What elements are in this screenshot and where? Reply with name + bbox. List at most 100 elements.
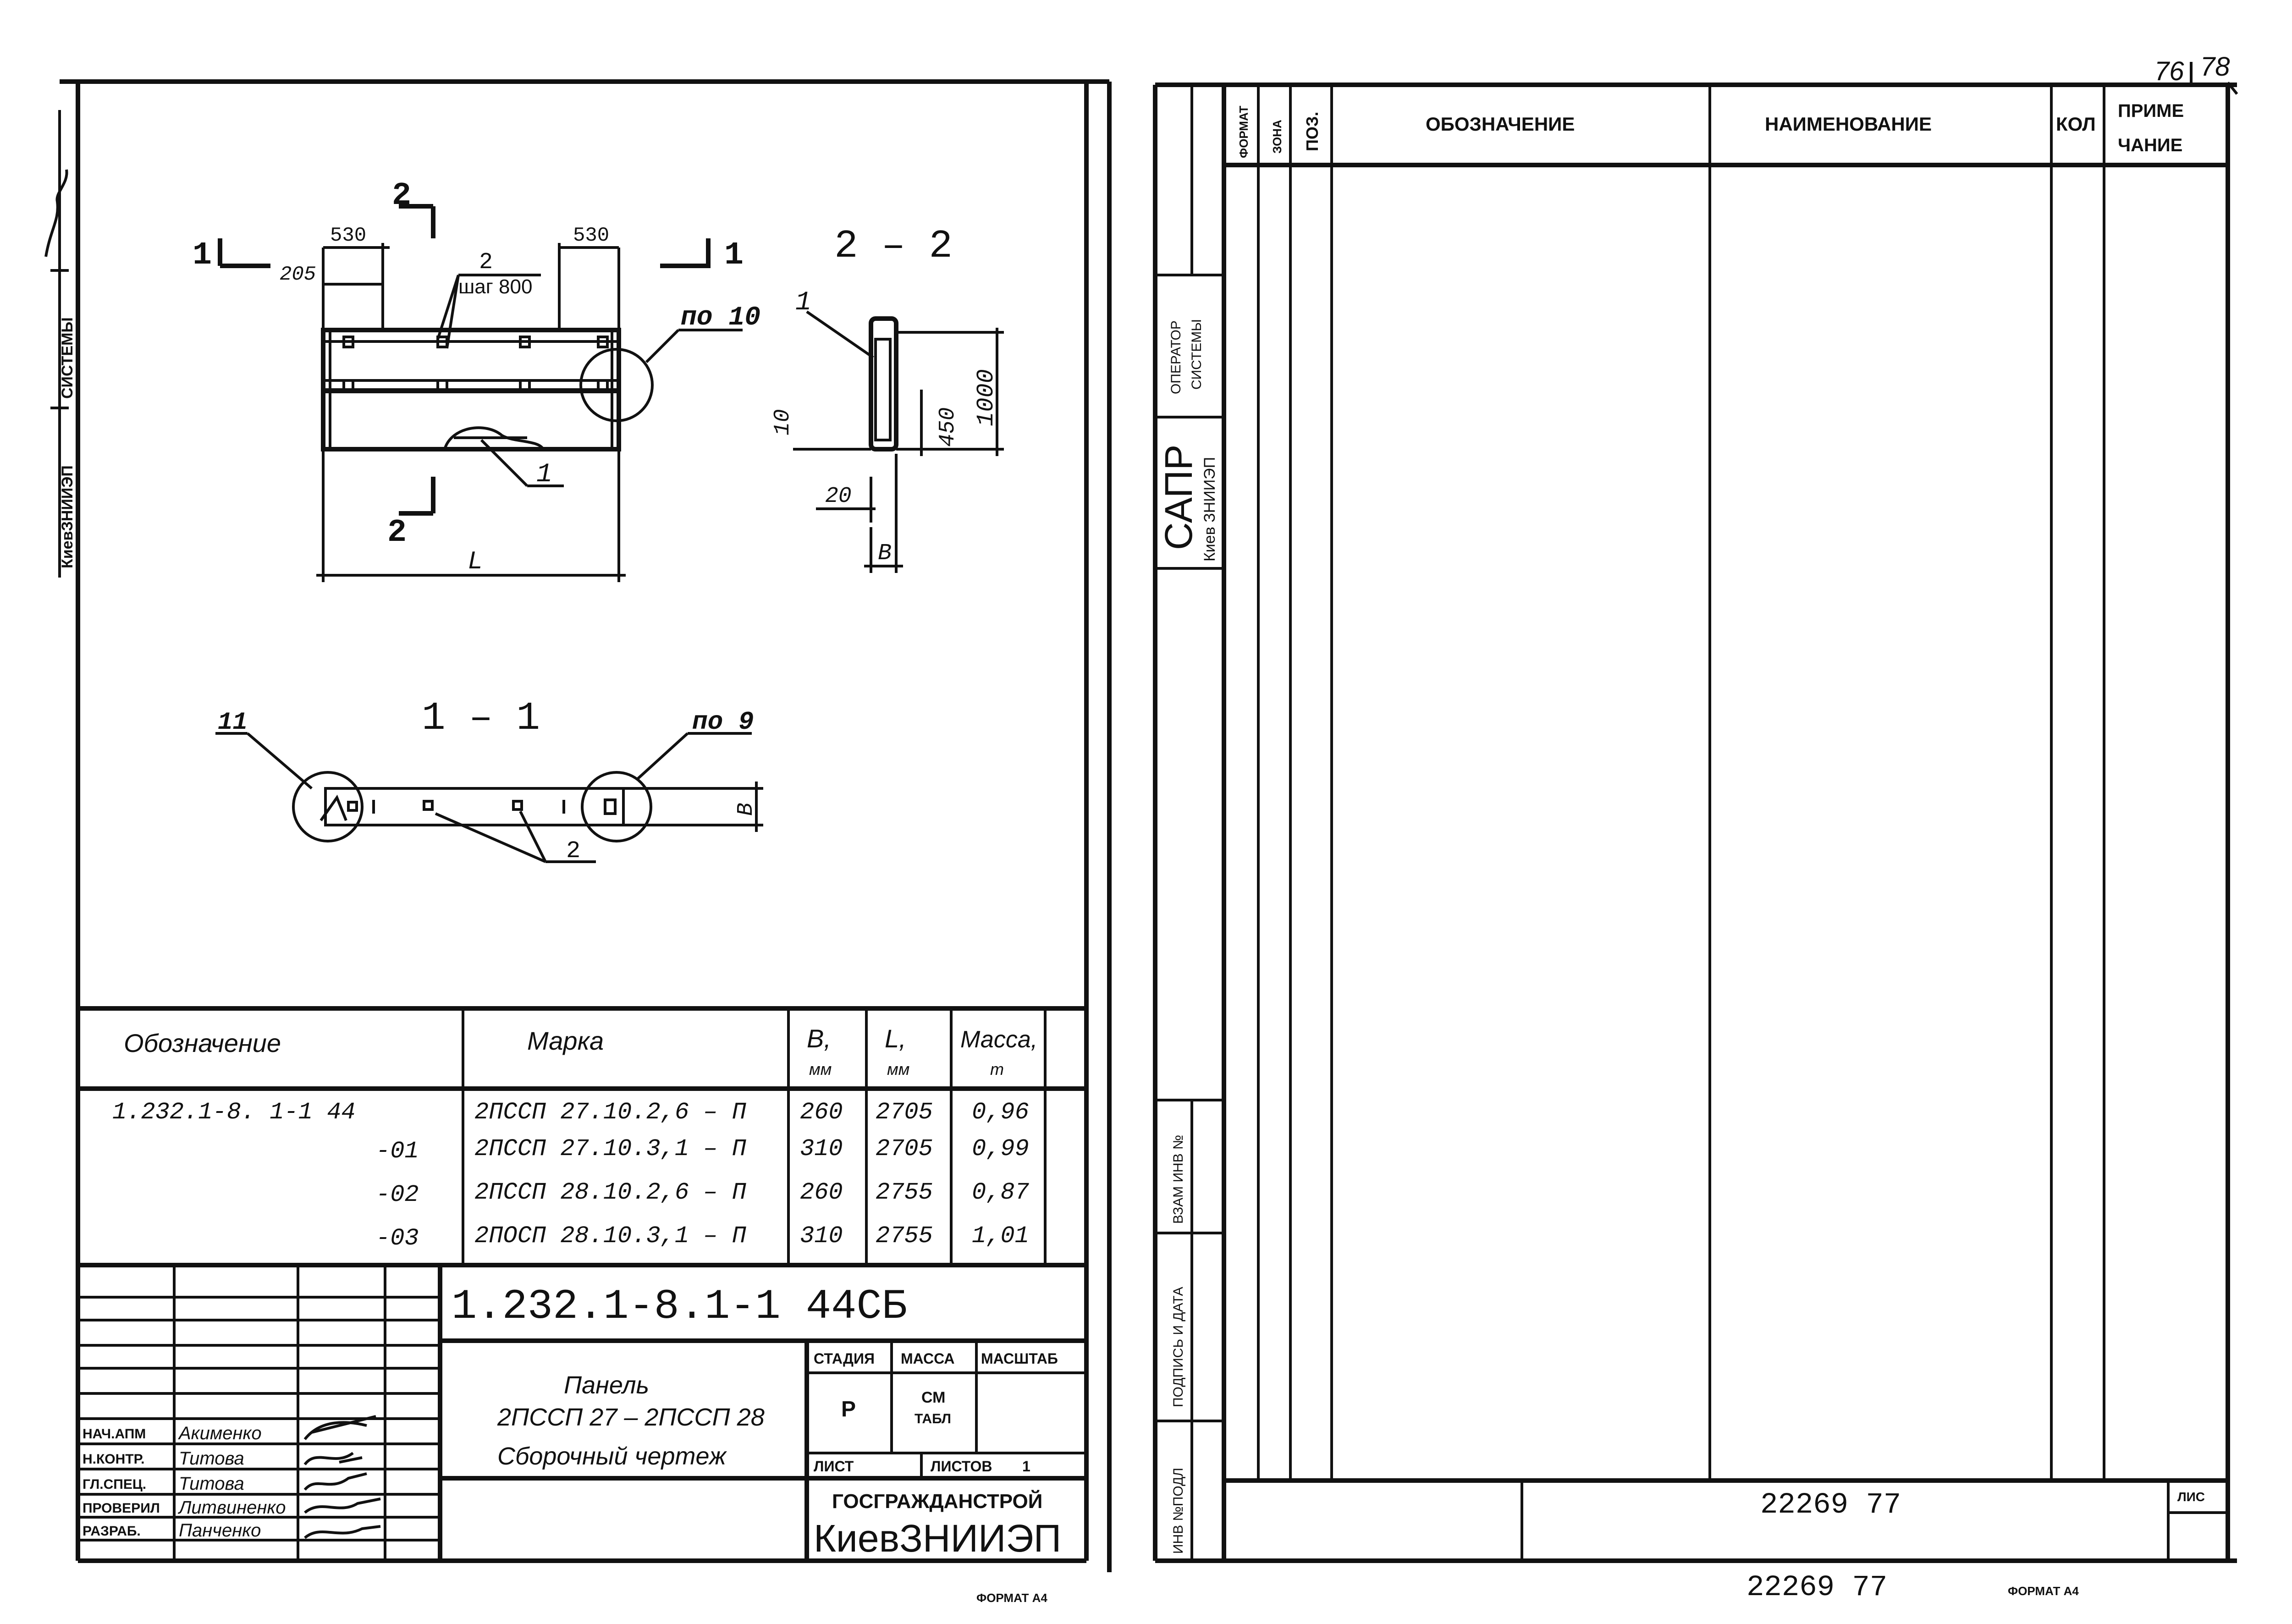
pos11-leader: [247, 732, 313, 790]
signer-4-name: Панченко: [179, 1520, 261, 1541]
tb-sheet-label: ЛИСТ: [814, 1458, 854, 1475]
tb-org1: ГОСГРАЖДАНСТРОЙ: [832, 1489, 1042, 1513]
dim-530-right: 530: [573, 224, 609, 247]
side-operator: ОПЕРАТОР: [1168, 320, 1184, 394]
right-h-zone: ЗОНА: [1270, 120, 1284, 154]
step-label: шаг 800: [458, 275, 532, 298]
detail-circle-10: [579, 348, 654, 422]
spec-h-b: B,: [807, 1024, 831, 1053]
plan-embed-1: [347, 801, 358, 812]
tb-stage: Р: [841, 1397, 856, 1421]
tb-sheets-count: 1: [1022, 1458, 1030, 1475]
section-pos1-leader: [806, 310, 874, 359]
spec-row-2-mark: 2ПССП 28.10.2,6 – П: [474, 1179, 747, 1206]
right-doc-number: 22269 77: [1760, 1489, 1901, 1522]
spec-row-3-mark: 2ПОСП 28.10.3,1 – П: [474, 1222, 747, 1250]
side-org: Киев ЗНИИЭП: [1201, 457, 1218, 562]
side-sign: ПОДПИСЬ И ДАТА: [1171, 1287, 1186, 1407]
tb-org2: КиевЗНИИЭП: [814, 1517, 1061, 1560]
right-h-pos: ПОЗ.: [1303, 112, 1322, 151]
spec-row-1-mark: 2ПССП 27.10.3,1 – П: [474, 1135, 747, 1162]
spec-row-2-l: 2755: [876, 1179, 933, 1206]
signature-0: [303, 1415, 376, 1440]
right-h-format: ФОРМАТ: [1237, 105, 1251, 158]
signer-3-name: Литвиненко: [177, 1497, 286, 1518]
right-sheet-label: ЛИС: [2177, 1490, 2205, 1504]
signer-4-role: РАЗРАБ.: [83, 1524, 141, 1539]
section-2-2-outline: [869, 316, 898, 451]
detail-circle-9: [581, 771, 652, 842]
right-h-note2: ЧАНИЕ: [2118, 135, 2182, 155]
side-stamp-org: КиевЗНИИЭП: [59, 465, 76, 568]
spec-row-0-b: 260: [800, 1099, 843, 1126]
spec-row-3-l: 2755: [876, 1222, 933, 1250]
embed-4: [597, 336, 609, 348]
ref10-label: по 10: [681, 303, 760, 333]
section-1-1-title: 1 – 1: [422, 696, 540, 741]
embed-3: [519, 336, 531, 348]
embed-6: [436, 379, 448, 392]
spec-row-2-b: 260: [800, 1179, 843, 1206]
spec-row-3-mass: 1,01: [972, 1222, 1029, 1250]
spec-h-b-unit: мм: [809, 1060, 832, 1079]
dim-1000: 1000: [973, 369, 1000, 426]
signer-0-role: НАЧ.АПМ: [83, 1426, 146, 1442]
cutaway-arc: [443, 426, 545, 450]
embed-8: [597, 379, 609, 392]
footer-number: 22269 77: [1747, 1571, 1887, 1604]
right-h-qty: КОЛ: [2056, 113, 2096, 135]
spec-h-mass-unit: т: [990, 1060, 1004, 1079]
tb-code: 1.232.1-8.1-1 44СБ: [452, 1283, 907, 1331]
dim-205: 205: [280, 263, 316, 286]
section-2-2: 2 – 2 1 1000 450 10 20 B: [771, 224, 1004, 573]
tb-scale-label: МАСШТАБ: [981, 1350, 1058, 1367]
dim-450: 450: [936, 407, 960, 447]
right-h-note1: ПРИМЕ: [2118, 101, 2184, 121]
left-sheet: КиевЗНИИЭП СИСТЕМЫ: [44, 79, 1112, 1605]
detail-circle-11: [292, 771, 364, 842]
tb-mass-label: МАССА: [901, 1350, 955, 1367]
spec-h-designation: Обозначение: [124, 1029, 281, 1057]
spec-h-mark: Марка: [527, 1026, 604, 1055]
signature-2: [303, 1472, 367, 1491]
right-frame-corner: [2226, 82, 2238, 95]
ref9-label: по 9: [692, 707, 754, 737]
spec-h-l: L,: [885, 1024, 906, 1053]
embed-1: [342, 336, 354, 348]
spec-row-3-designation: -03: [376, 1225, 419, 1252]
spec-row-2-mass: 0,87: [972, 1179, 1030, 1206]
signature-3: [304, 1497, 381, 1514]
plan-pos2-label: 2: [566, 837, 580, 864]
pos1-label: 1: [536, 460, 552, 490]
plan-corner: [320, 794, 347, 821]
side-inv: ИНВ №ПОДЛ: [1171, 1468, 1186, 1554]
embed-5: [342, 379, 354, 392]
ref9-leader: [636, 732, 689, 781]
page-number-right: 78: [2200, 52, 2230, 82]
dim-20: 20: [825, 484, 852, 509]
signer-1-name: Титова: [179, 1448, 244, 1469]
plan-pos2-leader2: [519, 810, 547, 863]
spec-row-3-b: 310: [800, 1222, 843, 1250]
right-h-designation: ОБОЗНАЧЕНИЕ: [1426, 113, 1575, 135]
spec-row-1-b: 310: [800, 1135, 843, 1162]
signer-2-name: Титова: [179, 1474, 244, 1494]
dim-530-left: 530: [330, 224, 366, 247]
spec-row-0-mark: 2ПССП 27.10.2,6 – П: [474, 1099, 747, 1126]
page-number-left: 76: [2154, 56, 2184, 86]
side-stamp-signature: [44, 169, 68, 257]
left-format-label: ФОРМАТ А4: [976, 1591, 1047, 1605]
embed-7: [519, 379, 531, 392]
tb-mass-table: ТАБЛ: [915, 1411, 951, 1426]
spec-row-1-mass: 0,99: [972, 1135, 1029, 1162]
spec-h-l-unit: мм: [887, 1060, 909, 1079]
plan-embed-2: [423, 800, 434, 811]
plan-pos2-leader1: [435, 812, 546, 863]
signer-1-role: Н.КОНТР.: [83, 1452, 144, 1467]
pos2-leader-2: [446, 275, 460, 349]
spec-row-1-l: 2705: [876, 1135, 933, 1162]
tb-stage-label: СТАДИЯ: [814, 1350, 875, 1367]
spec-row-2-designation: -02: [376, 1181, 419, 1208]
title-block: НАЧ.АПМ Акименко Н.КОНТР. Титова ГЛ.СПЕЦ…: [78, 1263, 1086, 1561]
